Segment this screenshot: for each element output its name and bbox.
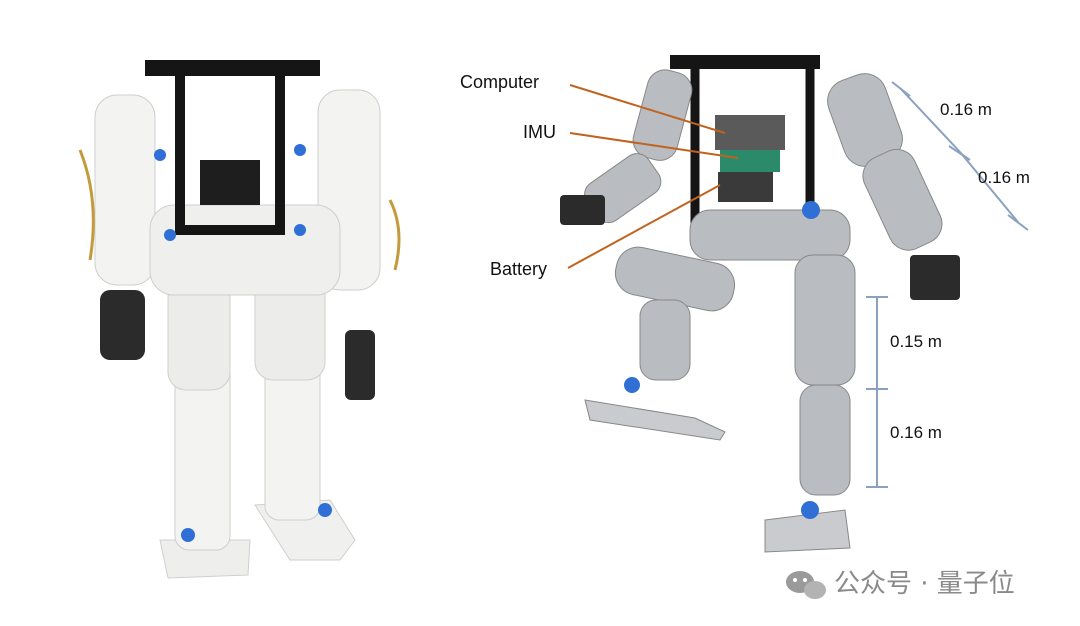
battery-leader-line [567, 184, 721, 269]
wechat-icon [786, 571, 826, 599]
real-robot-photo [78, 60, 401, 579]
imu-label: IMU [523, 122, 556, 142]
cad-robot-model [560, 55, 960, 553]
upper-arm-dimension: 0.16 m [940, 100, 992, 119]
computer-label: Computer [460, 72, 539, 92]
imu-leader-line [569, 132, 739, 159]
computer-leader-line [569, 84, 726, 134]
battery-label: Battery [490, 259, 547, 279]
thigh-dimension: 0.15 m [890, 332, 942, 351]
shin-dimension: 0.16 m [890, 423, 942, 442]
forearm-dimension: 0.16 m [978, 168, 1030, 187]
arm-dimension-lines [891, 81, 1029, 231]
leg-dimension-lines [866, 296, 888, 488]
watermark: 公众号 · 量子位 [786, 569, 1015, 599]
watermark-text: 公众号 · 量子位 [834, 569, 1015, 599]
